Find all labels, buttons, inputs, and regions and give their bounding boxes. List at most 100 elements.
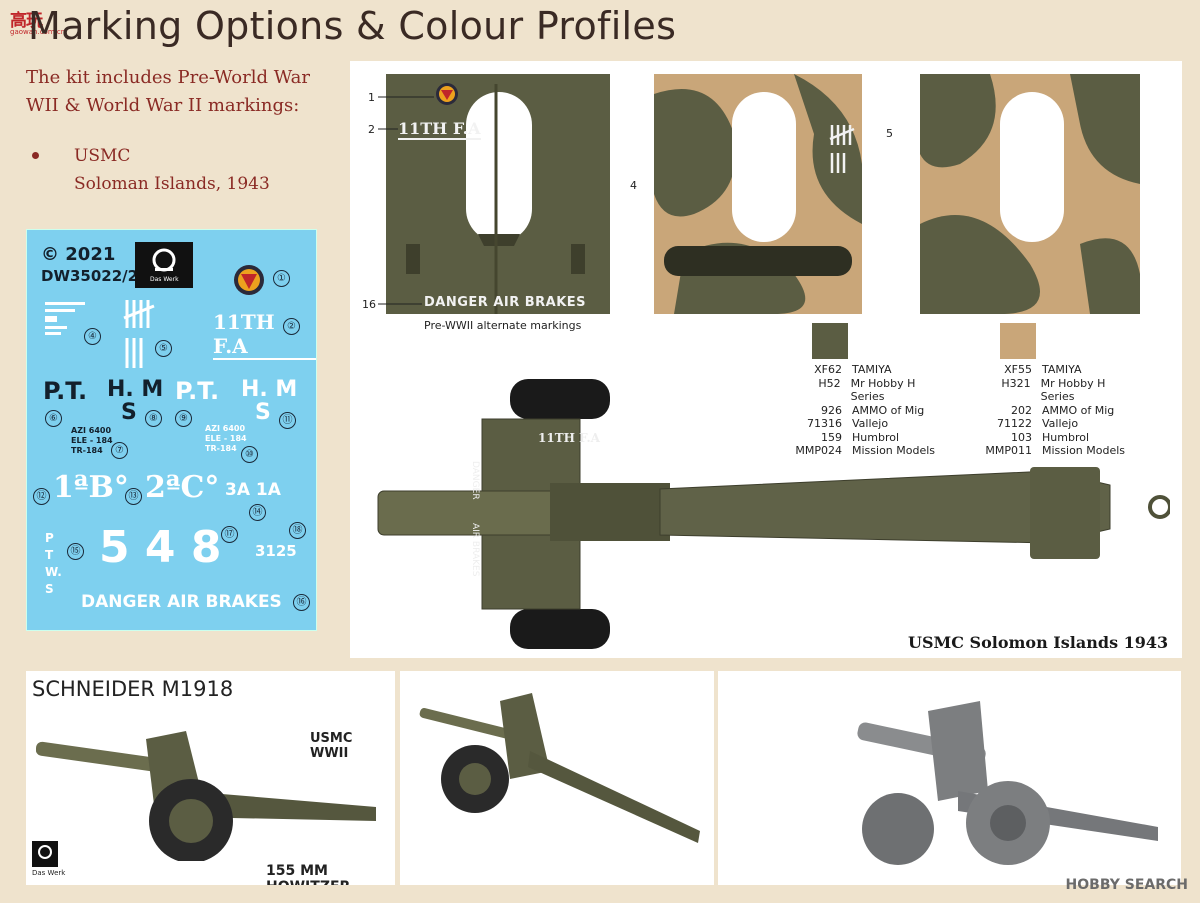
box-title: SCHNEIDER M1918: [32, 677, 234, 701]
decal-copyright: © 2021: [41, 244, 116, 265]
pre-wwii-caption: Pre-WWII alternate markings: [424, 319, 582, 332]
decal-code: DW35022/23: [41, 267, 149, 285]
callout-2: 2: [368, 123, 375, 136]
rear-view-olive: [386, 74, 610, 314]
howitzer-top-view: [377, 379, 1170, 649]
decal-brand-logo: Das Werk: [135, 242, 193, 288]
decal-code-b: ELE - 184: [71, 436, 113, 445]
callout-1: 1: [368, 91, 375, 104]
roundel-icon: [234, 265, 264, 295]
decal-ptws: P T W. S: [45, 531, 62, 596]
box-footer: 155 MM HOWITZER: [266, 863, 350, 885]
model-photo-grey: [718, 671, 1181, 885]
top-view-danger-1: DANGER: [470, 461, 480, 500]
decal-a3: 3A 1A: [225, 480, 281, 500]
decal-pt-2: P.T.: [175, 377, 220, 405]
decal-s-1: S: [121, 400, 137, 425]
decal-code-d: AZI 6400: [205, 424, 246, 433]
paint-row: XF55 TAMIYA: [980, 363, 1140, 377]
markings-list: USMC Soloman Islands, 1943: [32, 142, 270, 198]
decal-unit: 11TH F.A: [213, 310, 316, 360]
paint-code: 926: [821, 403, 842, 417]
paint-code: MMP024: [795, 444, 842, 457]
paint-brand: Mission Models: [852, 444, 936, 457]
paint-brand: TAMIYA: [1042, 363, 1082, 376]
intro-text: The kit includes Pre-World War WII & Wor…: [26, 67, 310, 116]
callout-16: 16: [362, 298, 376, 311]
rear-view-camo: [920, 74, 1140, 314]
roundel-icon: [436, 83, 458, 105]
box-subtitle: USMC WWII: [310, 731, 353, 761]
paint-brand: Humbrol: [1042, 430, 1090, 444]
paint-brand: Mission Models: [1042, 444, 1126, 457]
paint-brand: Vallejo: [1042, 417, 1079, 430]
rear-view-camo-detail: [654, 74, 862, 314]
paint-row: MMP024 Mission Models: [790, 444, 950, 458]
paint-row: 103 Humbrol: [980, 431, 1140, 445]
brand-logo: [32, 841, 58, 867]
rear-unit-marking: 11TH F.A: [398, 119, 481, 140]
decal-num-8: ⑧: [145, 410, 162, 427]
decal-3125: 3125: [255, 542, 297, 560]
decal-code-c: TR-184: [71, 446, 103, 455]
decal-hm-1: H. M: [107, 377, 164, 402]
callout-4: 4: [630, 179, 637, 192]
decal-hm-2: H. M: [241, 377, 298, 402]
decal-code-f: TR-184: [205, 444, 237, 453]
paint-swatch-tan: [1000, 323, 1036, 359]
paint-row: 159 Humbrol: [790, 431, 950, 445]
decal-small-stencil: [45, 300, 85, 338]
paint-brand: Mr Hobby H Series: [1040, 376, 1106, 404]
decal-s-2: S: [255, 400, 271, 425]
paint-row: MMP011 Mission Models: [980, 444, 1140, 458]
paint-brand: TAMIYA: [852, 363, 892, 376]
decal-num-5: ⑤: [155, 340, 172, 357]
decal-num-17: ⑰: [221, 526, 238, 543]
paint-brand: Mr Hobby H Series: [850, 376, 916, 404]
site-logo-sub: gaowan.com.cn: [10, 28, 66, 36]
decal-548: 5 4 8: [99, 522, 222, 573]
top-view-unit: 11TH F.A: [538, 431, 600, 445]
paint-code: MMP011: [985, 444, 1032, 457]
paint-code: XF55: [1004, 363, 1032, 376]
paint-code: 71122: [997, 417, 1032, 430]
box-brand: Das Werk: [32, 869, 66, 877]
paint-row: H321 Mr Hobby H Series: [980, 377, 1140, 404]
decal-num-9: ⑨: [175, 410, 192, 427]
paint-code: 103: [1011, 430, 1032, 444]
marking-line1: USMC: [74, 146, 131, 166]
paint-brand: Humbrol: [852, 430, 900, 444]
callout-5: 5: [886, 127, 893, 140]
decal-num-18: ⑱: [289, 522, 306, 539]
list-item: USMC Soloman Islands, 1943: [32, 142, 270, 198]
paint-brand: AMMO of Mig: [1042, 403, 1115, 417]
decal-num-15: ⑮: [67, 543, 84, 560]
hobby-search-watermark: HOBBY SEARCH: [1065, 877, 1188, 893]
site-logo[interactable]: 高玩 gaowan.com.cn: [10, 6, 70, 36]
decal-code-e: ELE - 184: [205, 434, 247, 443]
decal-b1: 1ªB°: [53, 470, 129, 505]
paint-code: 159: [821, 430, 842, 444]
paint-row: 71316 Vallejo: [790, 417, 950, 431]
paint-row: H52 Mr Hobby H Series: [790, 377, 950, 404]
decal-num-14: ⑭: [249, 504, 266, 521]
paint-code: XF62: [814, 363, 842, 376]
decal-num-4: ④: [84, 328, 101, 345]
paint-swatch-olive: [812, 323, 848, 359]
decal-num-12: ⑫: [33, 488, 50, 505]
rear-danger-label: DANGER AIR BRAKES: [424, 295, 587, 310]
paint-code: 71316: [807, 417, 842, 430]
paint-code: H321: [1001, 376, 1031, 390]
paint-code: H52: [818, 376, 841, 390]
decal-brand-text: Das Werk: [150, 276, 179, 283]
tally-marks: [123, 300, 155, 368]
profile-caption: USMC Solomon Islands 1943: [908, 633, 1169, 652]
paint-brand: Vallejo: [852, 417, 889, 430]
page-title: Marking Options & Colour Profiles: [28, 4, 677, 48]
decal-num-11: ⑪: [279, 412, 296, 429]
decal-c2: 2ªC°: [145, 470, 220, 505]
